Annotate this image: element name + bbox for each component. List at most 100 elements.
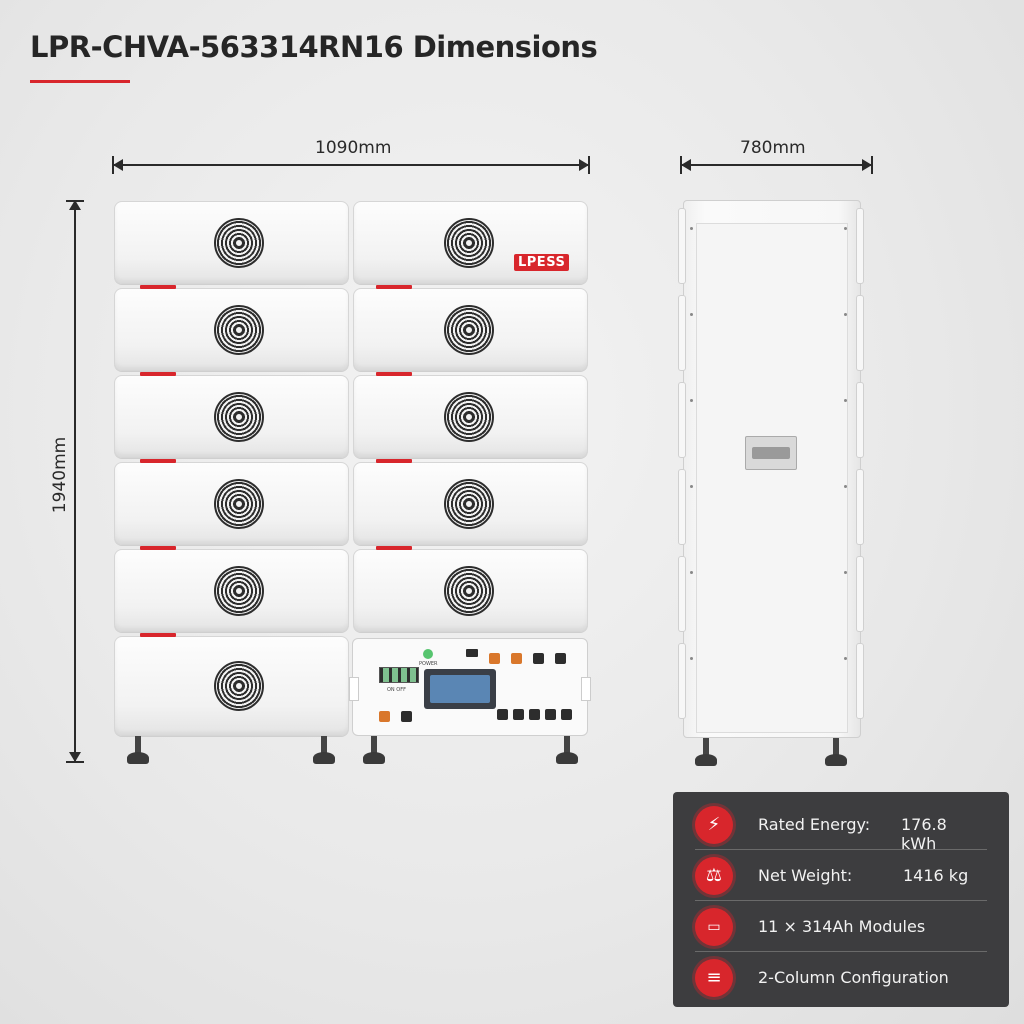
spec-separator — [695, 900, 987, 901]
red-accent-mark — [376, 372, 412, 376]
screw — [844, 399, 847, 402]
side-bump — [678, 295, 686, 371]
spec-row-rated-energy: ⚡ Rated Energy: 176.8 kWh — [695, 800, 987, 853]
screw — [690, 657, 693, 660]
fan-icon — [444, 392, 494, 442]
stack-icon: ≡ — [695, 959, 733, 997]
spec-row-net-weight: ⚖ Net Weight: 1416 kg — [695, 851, 987, 901]
battery-module — [353, 375, 588, 458]
battery-module — [114, 288, 349, 371]
side-bracket — [581, 677, 591, 701]
battery-module — [114, 201, 349, 284]
side-bump — [678, 643, 686, 719]
side-bump — [678, 469, 686, 545]
side-bump — [678, 556, 686, 632]
width-dimension-line — [113, 159, 589, 171]
battery-module — [353, 288, 588, 371]
red-accent-mark — [140, 285, 176, 289]
spec-label: Net Weight: — [758, 866, 853, 885]
red-accent-mark — [140, 459, 176, 463]
leveling-foot — [695, 738, 717, 768]
screw — [844, 485, 847, 488]
power-port[interactable] — [489, 653, 500, 664]
specs-panel: ⚡ Rated Energy: 176.8 kWh ⚖ Net Weight: … — [673, 792, 1009, 1007]
comm-port[interactable] — [529, 709, 540, 720]
fan-icon — [444, 479, 494, 529]
battery-module — [114, 636, 349, 736]
signal-port[interactable] — [533, 653, 544, 664]
red-accent-mark — [376, 459, 412, 463]
spec-label: 11 × 314Ah Modules — [758, 917, 926, 936]
control-box: POWER ON OFF — [349, 638, 591, 736]
side-bump — [678, 208, 686, 284]
spec-row-modules: ▭ 11 × 314Ah Modules — [695, 902, 987, 952]
battery-module — [114, 375, 349, 458]
spec-separator — [695, 951, 987, 952]
power-label: POWER — [419, 661, 438, 667]
fan-icon — [214, 566, 264, 616]
signal-port[interactable] — [555, 653, 566, 664]
comm-port[interactable] — [497, 709, 508, 720]
side-bump — [856, 208, 864, 284]
comm-port[interactable] — [561, 709, 572, 720]
red-accent-mark — [376, 285, 412, 289]
page-title: LPR-CHVA-563314RN16 Dimensions — [30, 30, 598, 64]
title-underline — [30, 80, 130, 83]
breaker-switches[interactable] — [379, 667, 419, 683]
side-handle[interactable] — [745, 436, 797, 470]
spec-label: 2-Column Configuration — [758, 968, 949, 987]
spec-separator — [695, 849, 987, 850]
comm-port[interactable] — [513, 709, 524, 720]
spec-value: 176.8 kWh — [901, 815, 947, 853]
leveling-foot — [313, 736, 335, 766]
comm-port[interactable] — [545, 709, 556, 720]
leveling-foot — [556, 736, 578, 766]
lightning-icon: ⚡ — [695, 806, 733, 844]
battery-module — [353, 462, 588, 545]
power-port[interactable] — [379, 711, 390, 722]
side-bump — [856, 556, 864, 632]
depth-dimension-label: 780mm — [740, 138, 806, 158]
fan-icon — [214, 218, 264, 268]
height-tick-bottom — [66, 761, 84, 763]
battery-module — [114, 549, 349, 632]
screw — [844, 227, 847, 230]
battery-module — [353, 549, 588, 632]
side-bump — [856, 469, 864, 545]
battery-module: LPESS — [353, 201, 588, 284]
screw — [844, 571, 847, 574]
power-port[interactable] — [511, 653, 522, 664]
side-bump — [856, 643, 864, 719]
height-dimension-label: 1940mm — [50, 436, 71, 514]
leveling-foot — [825, 738, 847, 768]
leveling-foot — [363, 736, 385, 766]
brand-logo: LPESS — [514, 254, 570, 271]
screw — [690, 571, 693, 574]
red-accent-mark — [140, 633, 176, 637]
width-dimension-label: 1090mm — [315, 138, 392, 158]
power-led — [423, 649, 433, 659]
fan-icon — [214, 479, 264, 529]
spec-value: 1416 kg — [903, 866, 969, 885]
fan-icon — [444, 305, 494, 355]
fan-icon — [444, 218, 494, 268]
screw — [690, 313, 693, 316]
side-bump — [856, 382, 864, 458]
screw — [690, 227, 693, 230]
fan-icon — [444, 566, 494, 616]
fan-icon — [214, 392, 264, 442]
usb-port[interactable] — [466, 649, 478, 657]
battery-icon: ▭ — [695, 908, 733, 946]
fan-icon — [214, 661, 264, 711]
weight-icon: ⚖ — [695, 857, 733, 895]
side-bump — [856, 295, 864, 371]
red-accent-mark — [140, 546, 176, 550]
breaker-label: ON OFF — [387, 687, 406, 693]
side-bump — [678, 382, 686, 458]
side-panel — [696, 223, 848, 733]
signal-port[interactable] — [401, 711, 412, 722]
side-bracket — [349, 677, 359, 701]
leveling-foot — [127, 736, 149, 766]
depth-dimension-line — [681, 159, 872, 171]
battery-module — [114, 462, 349, 545]
